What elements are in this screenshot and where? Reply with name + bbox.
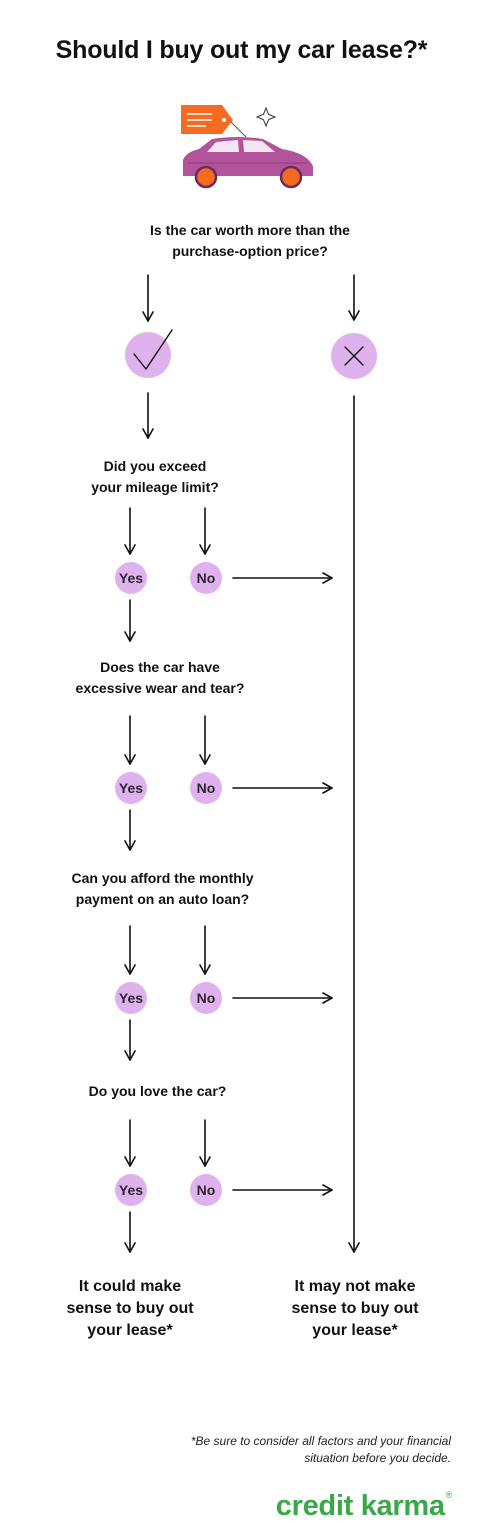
outcome-line: your lease* — [312, 1322, 398, 1339]
answer-yes-mileage: Yes — [115, 562, 147, 594]
no-cross-icon — [331, 333, 377, 379]
question-mileage: Did you exceed your mileage limit? — [40, 456, 270, 498]
answer-no-mileage: No — [190, 562, 222, 594]
question-line: purchase-option price? — [172, 243, 328, 259]
answer-no-wear: No — [190, 772, 222, 804]
question-afford-loan: Can you afford the monthly payment on an… — [40, 868, 285, 910]
outcome-dont-buy-out: It may not make sense to buy out your le… — [265, 1276, 445, 1342]
question-love-car: Do you love the car? — [40, 1081, 275, 1102]
footnote: *Be sure to consider all factors and you… — [111, 1433, 451, 1467]
answer-yes-afford: Yes — [115, 982, 147, 1014]
outcome-line: sense to buy out — [66, 1300, 194, 1317]
answer-yes-wear: Yes — [115, 772, 147, 804]
flow-arrows — [124, 274, 360, 1253]
footnote-line: *Be sure to consider all factors and you… — [190, 1434, 451, 1448]
answer-no-love: No — [190, 1174, 222, 1206]
question-wear-tear: Does the car have excessive wear and tea… — [40, 657, 280, 699]
question-line: Is the car worth more than the — [150, 222, 350, 238]
question-line: your mileage limit? — [91, 479, 219, 495]
credit-karma-logo: credit karma® — [275, 1490, 453, 1523]
question-line: Do you love the car? — [88, 1083, 227, 1099]
answer-no-afford: No — [190, 982, 222, 1014]
yes-check-icon — [125, 329, 173, 378]
outcome-line: It could make — [78, 1278, 182, 1295]
question-line: excessive wear and tear? — [75, 680, 245, 696]
question-line: Can you afford the monthly — [71, 870, 254, 886]
car-with-price-tag-icon — [181, 105, 313, 189]
outcome-buy-out: It could make sense to buy out your leas… — [40, 1276, 220, 1342]
answer-yes-love: Yes — [115, 1174, 147, 1206]
outcome-line: sense to buy out — [291, 1300, 419, 1317]
question-line: Does the car have — [100, 659, 220, 675]
brand-name: credit karma — [275, 1490, 445, 1522]
footnote-line: situation before you decide. — [304, 1451, 451, 1465]
outcome-line: your lease* — [87, 1322, 173, 1339]
registered-mark: ® — [445, 1490, 453, 1500]
question-line: Did you exceed — [103, 458, 207, 474]
page-title: Should I buy out my car lease?* — [55, 36, 428, 64]
sparkle-icon — [255, 106, 277, 128]
question-line: payment on an auto loan? — [75, 891, 250, 907]
question-car-value: Is the car worth more than the purchase-… — [100, 220, 400, 262]
outcome-line: It may not make — [294, 1278, 416, 1295]
